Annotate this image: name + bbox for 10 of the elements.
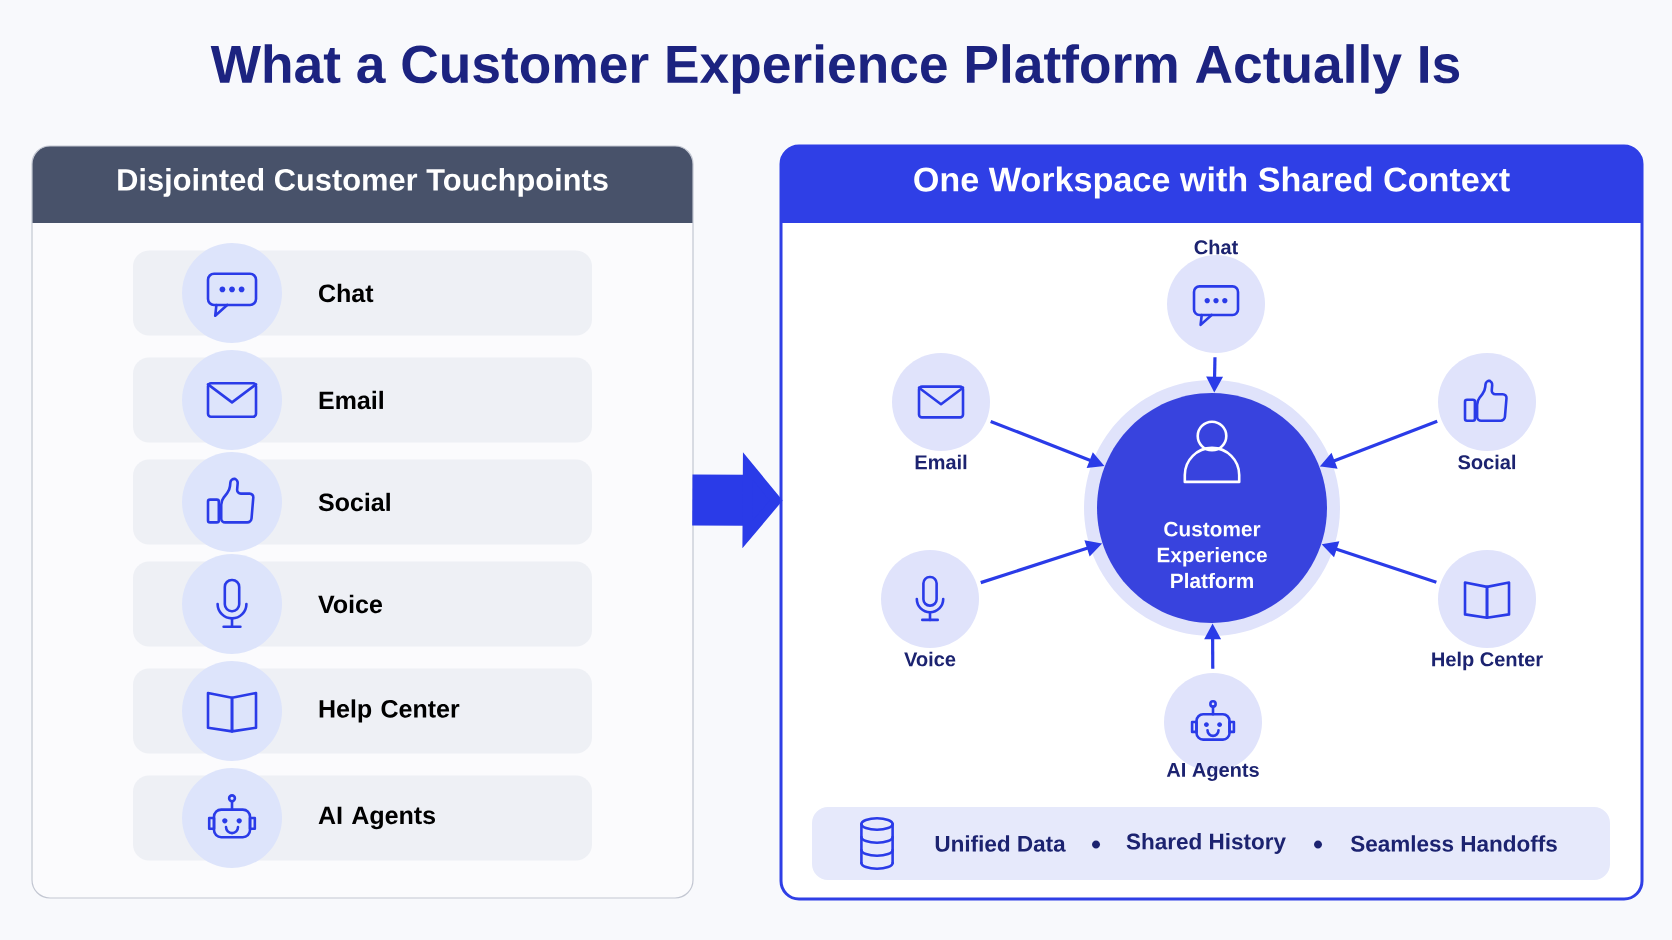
feature-label: Shared History bbox=[1126, 833, 1286, 854]
channel-label: Voice bbox=[904, 651, 956, 667]
feature-label: Seamless Handoffs bbox=[1350, 835, 1557, 852]
feature-label: Unified Data bbox=[935, 835, 1066, 852]
channel-label: Help Center bbox=[1432, 651, 1543, 671]
channel-label: Chat bbox=[1194, 239, 1238, 255]
channel-label: Social bbox=[1458, 454, 1516, 470]
channel-label: Email bbox=[915, 454, 967, 470]
title: What a Customer Experience Platform Actually Is bbox=[210, 44, 1460, 94]
channel-label: AI Agents bbox=[1166, 763, 1259, 781]
